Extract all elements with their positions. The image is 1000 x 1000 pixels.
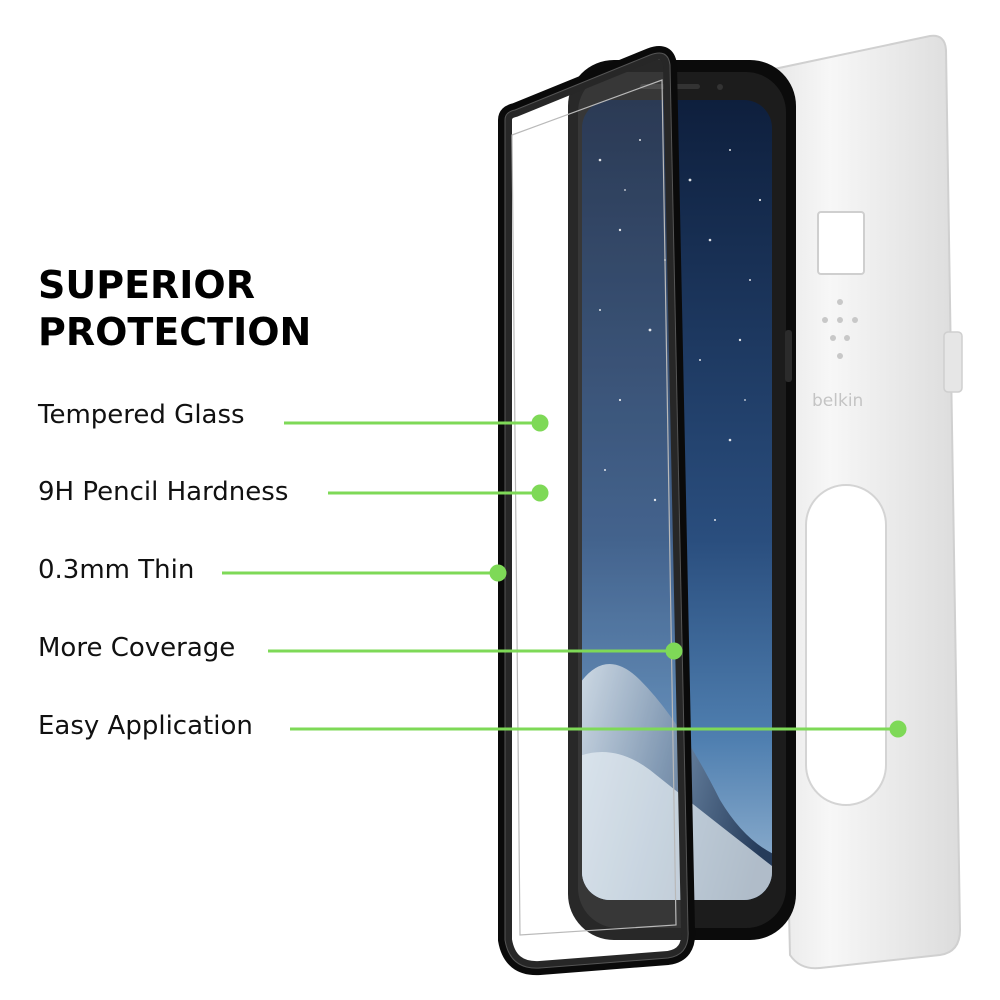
green-dot-icon — [489, 564, 507, 582]
belkin-dots-logo — [822, 299, 858, 359]
glass-protector — [498, 46, 696, 976]
green-dot-icon — [531, 414, 549, 432]
green-dot-icon — [889, 720, 907, 738]
feature-label-tempered-glass: Tempered Glass — [38, 400, 245, 430]
feature-label-pencil-hardness: 9H Pencil Hardness — [38, 477, 289, 507]
green-dot-icon — [665, 642, 683, 660]
brand-name: belkin — [812, 391, 863, 411]
page-title: SUPERIOR PROTECTION — [38, 262, 311, 356]
feature-label-thin: 0.3mm Thin — [38, 555, 195, 585]
application-tray — [758, 34, 963, 970]
feature-label-coverage: More Coverage — [38, 633, 236, 663]
feature-label-application: Easy Application — [38, 711, 253, 741]
green-dot-icon — [531, 484, 549, 502]
title-line-1: SUPERIOR — [38, 263, 255, 307]
title-line-2: PROTECTION — [38, 310, 312, 354]
callout-lines — [222, 414, 907, 738]
